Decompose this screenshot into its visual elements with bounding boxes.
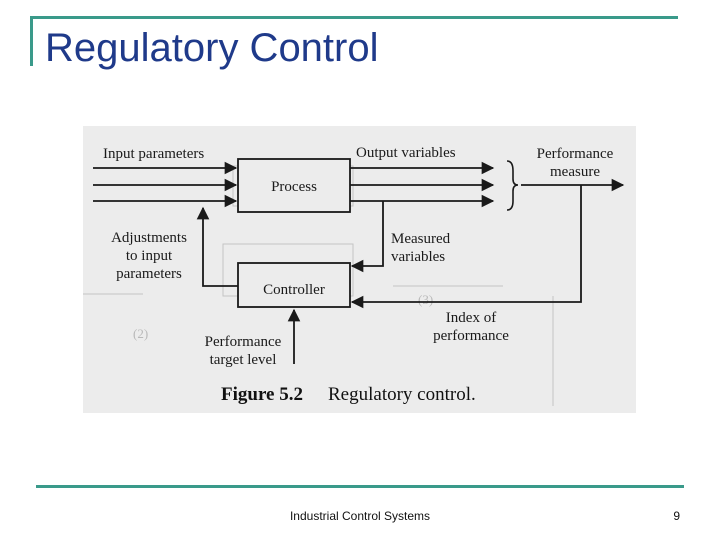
- performance-measure-label-line2: measure: [550, 164, 600, 180]
- title-rule-horizontal: [30, 16, 678, 19]
- adjustments-label-line2: to input: [126, 248, 173, 264]
- output-brace: [506, 160, 519, 211]
- measured-variables-arrow: [350, 201, 384, 273]
- target-level-label-line1: Performance: [205, 334, 282, 350]
- index-of-performance-arrow: [350, 185, 582, 309]
- process-label: Process: [271, 179, 317, 195]
- controller-label: Controller: [263, 282, 325, 298]
- measured-variables-label-line2: variables: [391, 249, 445, 265]
- target-level-label-line2: target level: [210, 352, 277, 368]
- index-of-performance-label-line1: Index of: [446, 310, 496, 326]
- process-box: [237, 158, 351, 213]
- performance-measure-label-line1: Performance: [537, 146, 614, 162]
- figure-caption-text: Regulatory control.: [328, 384, 476, 405]
- block-diagram: (3) (2) Process Controller Input paramet…: [83, 145, 625, 406]
- figure-caption-number: Figure 5.2: [221, 384, 303, 405]
- ghost-text-mark: (3): [418, 292, 433, 307]
- output-variables-label: Output variables: [356, 145, 456, 161]
- page-number: 9: [673, 509, 680, 523]
- regulatory-control-figure: (3) (2) Process Controller Input paramet…: [83, 126, 636, 413]
- footer-rule: [36, 485, 684, 488]
- footer-title: Industrial Control Systems: [289, 509, 431, 523]
- slide-title: Regulatory Control: [45, 26, 379, 70]
- input-arrows: [93, 161, 238, 208]
- adjustments-label-line1: Adjustments: [111, 230, 187, 246]
- ghost-text-mark: (2): [133, 326, 148, 341]
- measured-variables-label-line1: Measured: [391, 231, 451, 247]
- adjustments-label-line3: parameters: [116, 266, 182, 282]
- title-rule-vertical: [30, 16, 33, 66]
- index-of-performance-label-line2: performance: [433, 328, 509, 344]
- controller-box: [237, 262, 351, 308]
- input-parameters-label: Input parameters: [103, 146, 204, 162]
- adjustments-arrow: [196, 206, 238, 287]
- output-arrows: [350, 161, 495, 208]
